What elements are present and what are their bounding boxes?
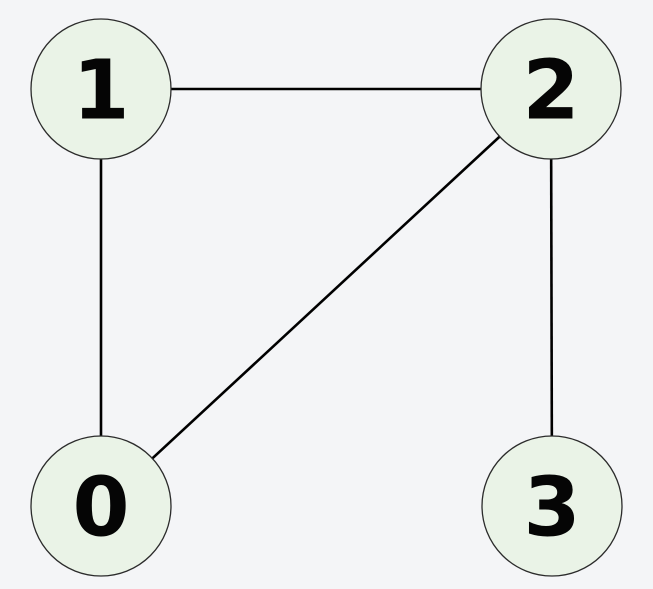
node-label-0: 0 — [72, 461, 129, 556]
graph-node-0[interactable]: 0 — [30, 435, 172, 577]
graph-node-2[interactable]: 2 — [480, 18, 622, 160]
node-circle-2[interactable] — [480, 18, 622, 160]
node-circle-0[interactable] — [30, 435, 172, 577]
node-label-2: 2 — [522, 44, 579, 139]
node-layer: 0 1 2 3 — [30, 18, 623, 577]
graph-node-3[interactable]: 3 — [481, 435, 623, 577]
node-label-1: 1 — [72, 44, 129, 139]
edge-0-2[interactable] — [100, 88, 552, 507]
node-label-3: 3 — [523, 461, 580, 556]
graph-node-1[interactable]: 1 — [30, 18, 172, 160]
node-circle-1[interactable] — [30, 18, 172, 160]
node-circle-3[interactable] — [481, 435, 623, 577]
edge-layer — [99, 87, 554, 507]
